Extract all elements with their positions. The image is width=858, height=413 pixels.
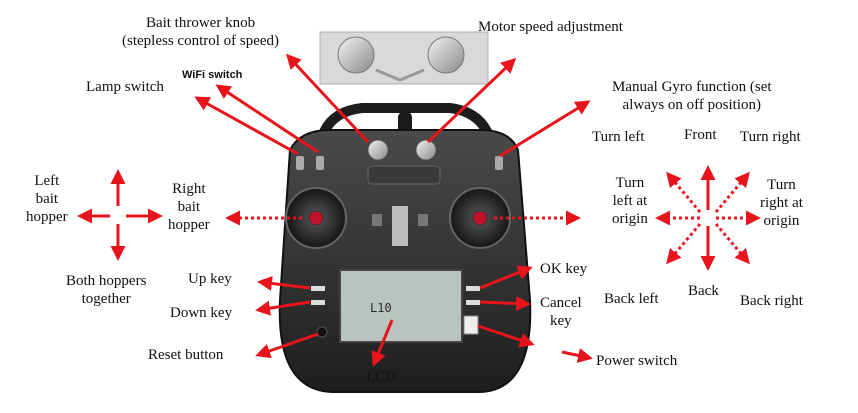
label-right-hopper-line1: Right	[172, 181, 206, 197]
motor-knob	[415, 139, 437, 161]
label-turn-left: Turn left	[592, 129, 645, 145]
label-cancel-key: Cancel key	[540, 294, 582, 330]
label-both-hoppers-line1: Both hoppers	[66, 273, 147, 289]
label-gyro-line2: always on off position)	[622, 97, 761, 113]
arrow-down-key	[255, 300, 311, 316]
label-back-right: Back right	[740, 293, 803, 309]
label-ok-key: OK key	[540, 261, 588, 277]
lcd-text: L10	[370, 301, 392, 315]
label-tlo-line2: left at	[612, 193, 648, 209]
arrow-lcd	[371, 319, 394, 367]
arrow-cancel	[479, 296, 531, 311]
arrow-reset	[255, 332, 319, 359]
label-reset-button: Reset button	[148, 347, 224, 363]
center-trim	[392, 206, 408, 246]
label-left-hopper-line2: bait	[35, 191, 59, 207]
motor-knob-inset	[427, 36, 465, 74]
label-right-hopper-line2: bait	[177, 199, 201, 215]
label-up-key: Up key	[188, 271, 232, 287]
ok-key	[466, 286, 480, 291]
label-cancel-key-line1: Cancel	[540, 295, 582, 311]
label-turn-left-origin: Turn left at origin	[612, 174, 648, 228]
label-tro-line1: Turn	[767, 177, 796, 193]
transmitter-device: L10	[278, 31, 532, 393]
carry-handle	[315, 103, 497, 147]
label-left-hopper: Left bait hopper	[26, 172, 68, 226]
label-left-hopper-line3: hopper	[26, 209, 68, 225]
right-stick	[472, 210, 488, 226]
label-power-switch: Power switch	[596, 353, 678, 369]
label-tlo-line1: Turn	[615, 175, 645, 191]
callout-arrows	[77, 53, 761, 367]
bait-knob-inset	[337, 36, 375, 74]
arrow-gyro	[499, 100, 591, 158]
label-gyro-line1: Manual Gyro function (set	[612, 79, 772, 95]
gyro-toggle	[495, 156, 503, 170]
label-right-hopper-line3: hopper	[168, 217, 210, 233]
left-stick	[308, 210, 324, 226]
label-cancel-key-line2: key	[549, 313, 572, 329]
label-turn-right-origin: Turn right at origin	[760, 176, 803, 230]
label-tro-line3: origin	[763, 213, 800, 229]
label-left-hopper-line1: Left	[34, 173, 60, 189]
reset-button-icon	[316, 326, 328, 338]
cancel-key	[466, 300, 480, 305]
arrow-power-2	[561, 348, 593, 363]
label-right-hopper: Right bait hopper	[168, 180, 210, 234]
up-key	[311, 286, 325, 291]
label-back: Back	[688, 283, 719, 299]
arrow-back-right	[714, 223, 750, 265]
arrow-wifi	[215, 84, 319, 154]
bait-knob	[367, 139, 389, 161]
lcd-screen	[339, 269, 463, 343]
arrow-bait-knob	[285, 53, 370, 144]
label-front: Front	[684, 127, 717, 143]
arrow-turn-left	[666, 171, 702, 213]
label-bait-thrower-knob: Bait thrower knob (stepless control of s…	[122, 14, 279, 50]
label-turn-right: Turn right	[740, 129, 801, 145]
down-key	[311, 300, 325, 305]
arrow-up-key	[257, 275, 311, 291]
label-tro-line2: right at	[760, 195, 803, 211]
label-bait-knob-line1: Bait thrower knob	[145, 15, 256, 31]
top-window	[367, 165, 441, 185]
arrow-motor-speed	[426, 57, 517, 144]
arrow-back-left	[666, 223, 702, 265]
lamp-toggle	[296, 156, 304, 170]
label-motor-speed: Motor speed adjustment	[478, 19, 623, 35]
label-both-hoppers-line2: together	[81, 291, 131, 307]
label-lcd: LCD	[366, 369, 396, 385]
arrow-ok	[479, 265, 533, 290]
label-tlo-line3: origin	[612, 211, 648, 227]
label-back-left: Back left	[604, 291, 659, 307]
arrow-lamp	[194, 96, 299, 156]
label-down-key: Down key	[170, 305, 233, 321]
arrow-power	[477, 324, 535, 348]
label-bait-knob-line2: (stepless control of speed)	[122, 33, 280, 49]
arrow-turn-right	[714, 171, 750, 213]
label-gyro: Manual Gyro function (set always on off …	[612, 78, 772, 114]
label-lamp-switch: Lamp switch	[86, 79, 164, 95]
label-wifi-switch: WiFi switch	[182, 69, 243, 81]
power-switch-icon	[463, 315, 479, 335]
wifi-toggle	[316, 156, 324, 170]
label-both-hoppers: Both hoppers together	[66, 272, 146, 308]
